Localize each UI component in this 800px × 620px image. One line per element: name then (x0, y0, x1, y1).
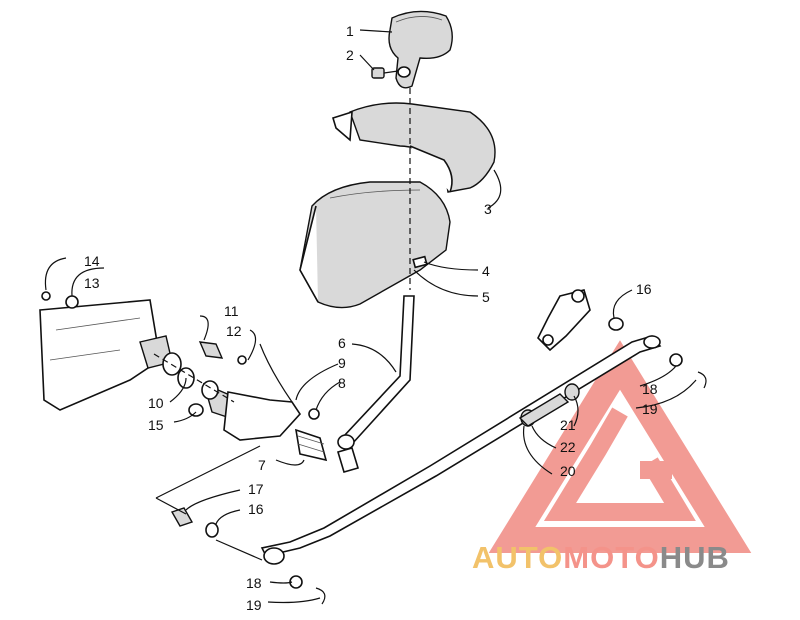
callout-12: 12 (226, 323, 242, 339)
watermark-text: AUTOMOTOHUB (472, 540, 730, 575)
callout-8: 8 (338, 375, 346, 391)
knob-screw (371, 67, 399, 79)
callout-18-bottom: 18 (246, 575, 262, 591)
callout-10: 10 (148, 395, 164, 411)
callout-11: 11 (224, 303, 239, 319)
callout-16-bottom: 16 (248, 501, 264, 517)
frame-bracket (39, 291, 173, 411)
callout-9: 9 (338, 355, 346, 371)
callout-2: 2 (346, 47, 354, 63)
upper-shroud (332, 102, 496, 193)
watermark-auto: AUTO (472, 540, 563, 575)
logo-triangle-outer (488, 340, 752, 553)
watermark-hub: HUB (660, 540, 730, 575)
leader-lines (44, 29, 697, 604)
callout-13: 13 (84, 275, 100, 291)
callout-5: 5 (482, 289, 490, 305)
callout-16-right: 16 (636, 281, 652, 297)
shift-boot-panel (299, 181, 451, 309)
shift-link-rod (260, 335, 662, 565)
callout-19-bottom: 19 (246, 597, 262, 613)
callout-18-right: 18 (642, 381, 658, 397)
bushing (412, 255, 428, 269)
callout-14: 14 (84, 253, 100, 269)
watermark-logo (488, 340, 752, 553)
callout-20: 20 (560, 463, 576, 479)
callout-22: 22 (560, 439, 576, 455)
callout-6: 6 (338, 335, 346, 351)
transmission-linkage (537, 289, 624, 352)
pivot-assembly (162, 341, 328, 462)
logo-g-mark (543, 407, 696, 521)
callout-3: 3 (484, 201, 492, 217)
callout-17: 17 (248, 481, 264, 497)
callout-19-right: 19 (642, 401, 658, 417)
callout-1: 1 (346, 23, 354, 39)
callout-15: 15 (148, 417, 164, 433)
lower-pivot-bolt (170, 507, 219, 538)
callout-labels: 1 2 3 4 5 6 7 8 9 10 11 12 13 14 15 16 1… (84, 23, 658, 613)
shift-lever (337, 295, 415, 473)
callout-21: 21 (560, 417, 576, 433)
shift-knob (388, 10, 453, 89)
callout-4: 4 (482, 263, 490, 279)
watermark-moto: MOTO (563, 540, 659, 575)
callout-7: 7 (258, 457, 266, 473)
